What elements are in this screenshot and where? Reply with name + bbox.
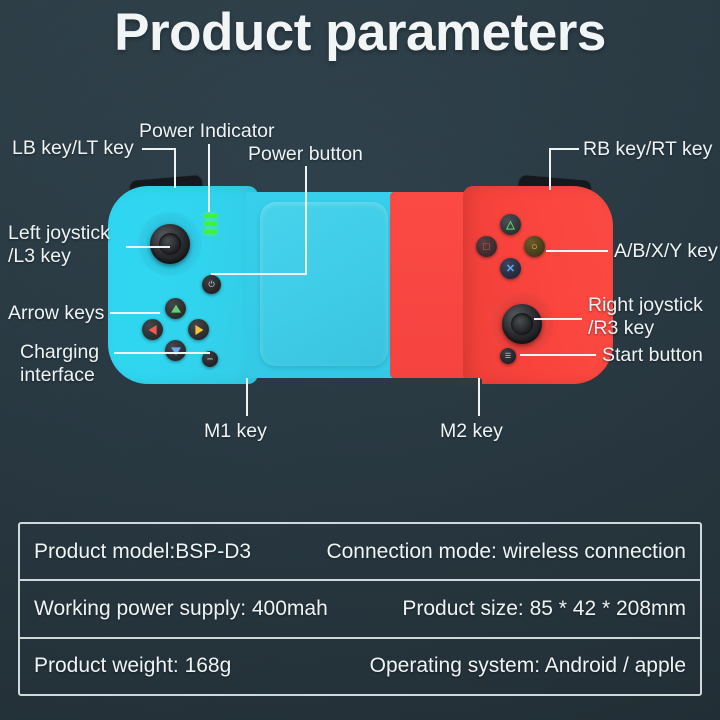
led-bar-1: [204, 214, 217, 218]
callout-arrow-keys: Arrow keys: [8, 302, 105, 324]
cross-icon: ✕: [505, 263, 516, 275]
leader-right-joystick: [534, 318, 582, 320]
square-icon: □: [483, 240, 490, 253]
callout-start-button: Start button: [602, 344, 703, 366]
leader-rb-v: [549, 148, 551, 190]
game-controller-illustration: ⏻ ⎓ △ □ ○ ✕ ☰: [108, 174, 613, 388]
leader-power-indicator: [208, 144, 210, 212]
circle-icon: ○: [531, 240, 538, 253]
dpad-up-key[interactable]: [165, 298, 186, 319]
leader-abxy: [546, 250, 608, 252]
arrow-up-icon: [170, 304, 181, 313]
table-row: Product model:BSP-D3 Connection mode: wi…: [20, 524, 700, 582]
spec-connection-mode: Connection mode: wireless connection: [326, 539, 686, 563]
spec-product-size: Product size: 85 * 42 * 208mm: [402, 596, 686, 620]
led-bar-2: [204, 222, 217, 226]
leader-lb-h: [142, 148, 176, 150]
leader-m2: [478, 378, 480, 416]
spec-product-model: Product model:BSP-D3: [34, 539, 252, 563]
table-row: Product weight: 168g Operating system: A…: [20, 639, 700, 694]
leader-left-joystick: [126, 246, 170, 248]
arrow-left-icon: [148, 324, 157, 335]
charging-icon: ⎓: [207, 355, 213, 363]
charging-interface-port[interactable]: ⎓: [202, 351, 218, 367]
callout-power-button: Power button: [248, 143, 363, 165]
left-joystick-l3[interactable]: [150, 224, 190, 264]
leader-arrow-keys: [110, 312, 160, 314]
leader-power-btn-h: [211, 273, 307, 275]
phone-pad-notch-right: [456, 378, 482, 388]
face-button-cross[interactable]: ✕: [500, 258, 521, 279]
face-button-square[interactable]: □: [476, 236, 497, 257]
callout-charging-interface: Charging interface: [20, 341, 100, 386]
spec-product-weight: Product weight: 168g: [34, 654, 232, 678]
spec-operating-system: Operating system: Android / apple: [369, 654, 686, 678]
callout-m1-key: M1 key: [204, 420, 267, 442]
dpad-down-key[interactable]: [165, 340, 186, 361]
callout-right-joystick: Right joystick /R3 key: [588, 294, 703, 339]
triangle-icon: △: [506, 219, 515, 231]
spec-power-supply: Working power supply: 400mah: [34, 596, 328, 620]
power-icon: ⏻: [208, 279, 215, 289]
table-row: Working power supply: 400mah Product siz…: [20, 581, 700, 639]
leader-power-btn-v: [305, 166, 307, 274]
arrow-down-icon: [170, 346, 181, 355]
dpad-right-key[interactable]: [188, 319, 209, 340]
leader-charging: [114, 352, 210, 354]
start-icon: ☰: [504, 352, 512, 360]
arrow-right-icon: [194, 324, 203, 335]
callout-power-indicator: Power Indicator: [139, 120, 275, 142]
start-button[interactable]: ☰: [500, 348, 516, 364]
power-button[interactable]: ⏻: [202, 275, 221, 294]
callout-m2-key: M2 key: [440, 420, 503, 442]
leader-rb-h: [549, 148, 579, 150]
leader-start: [520, 354, 596, 356]
led-bar-3: [204, 230, 217, 234]
right-joystick-r3[interactable]: [502, 304, 542, 344]
callout-rb-rt-key: RB key/RT key: [583, 138, 713, 160]
phone-pad-notch-left: [304, 378, 330, 388]
dpad-left-key[interactable]: [142, 319, 163, 340]
callout-left-joystick: Left joystick /L3 key: [8, 222, 110, 267]
face-button-triangle[interactable]: △: [500, 214, 521, 235]
callout-abxy-key: A/B/X/Y key: [614, 240, 718, 262]
face-button-circle[interactable]: ○: [524, 236, 545, 257]
specifications-table: Product model:BSP-D3 Connection mode: wi…: [18, 522, 702, 696]
callout-lb-lt-key: LB key/LT key: [12, 137, 134, 159]
leader-m1: [246, 378, 248, 416]
power-indicator-leds: [204, 214, 217, 238]
leader-lb-v: [174, 148, 176, 188]
page-title: Product parameters: [114, 3, 606, 62]
phone-holder-pad: [260, 202, 388, 366]
